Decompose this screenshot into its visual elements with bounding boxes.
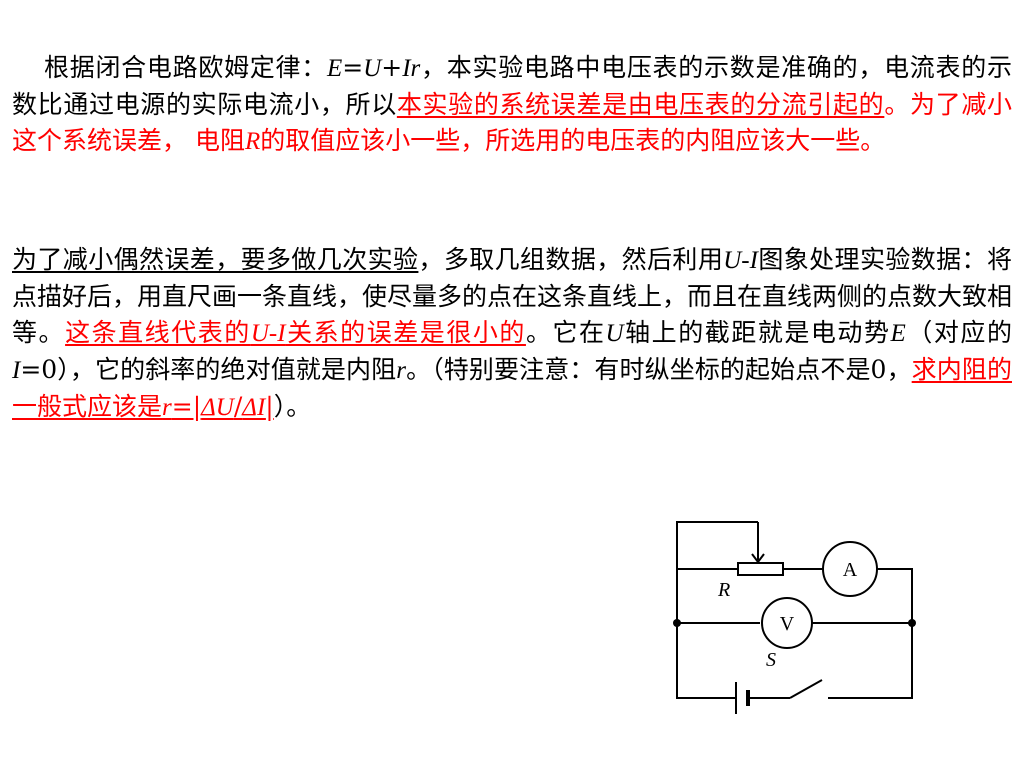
text-span: =0），它的斜率的绝对值就是内阻 [20, 355, 397, 384]
circuit-diagram: A V R S [673, 521, 916, 714]
symbol-ui: U-I [250, 320, 286, 347]
text-span: ）。 [273, 392, 312, 421]
wire-outer-left [676, 521, 758, 699]
symbol-r: r [162, 394, 172, 421]
text-span: 图象处理实验数据：将点描好后，用直尺画一条直线，使尽量多的点在这条直线上，而且在… [12, 245, 1013, 347]
text-span: 根据闭合电路欧姆定律： [44, 53, 327, 82]
symbol-di: ΔI [242, 394, 266, 421]
highlight-systematic-error: 本实验的系统误差是由电压表的分流引起的 [396, 90, 885, 119]
formula-slash: / [233, 392, 243, 421]
switch-blade [789, 679, 823, 699]
formula-u: U [363, 55, 382, 82]
junction-left [673, 619, 681, 627]
symbol-e: E [890, 320, 906, 347]
highlight-formula: 求内阻的一般式应该是r=|ΔU/ΔI| [12, 355, 1012, 421]
underline-random-error: 为了减小偶然误差，要多做几次实验 [12, 245, 419, 274]
symbol-u: U [605, 320, 624, 347]
text-span: 求内阻的一般式应该是 [12, 355, 1012, 421]
wire-right [828, 568, 913, 699]
text-span: 。它在 [525, 318, 606, 347]
formula-plus: + [381, 53, 403, 82]
resistor-label: R [717, 579, 730, 601]
switch-label: S [766, 649, 776, 671]
ammeter-label: A [843, 559, 858, 581]
formula-eq: = [342, 53, 364, 82]
text-span: ，多取几组数据，然后利用 [418, 245, 724, 274]
text-red: 。为了减小这个系统误差， 电阻 [12, 90, 1012, 155]
text-span: （对应的 [905, 318, 1012, 347]
voltmeter-label: V [780, 613, 795, 635]
symbol-r: r [396, 357, 406, 384]
text-span: 。（特别要注意：有时纵坐标的起始点不是0， [405, 355, 912, 384]
symbol-du: ΔU [201, 394, 234, 421]
highlight-line: 关系的误差是很小的 [285, 318, 526, 347]
highlight-line: 这条直线代表的 [65, 318, 251, 347]
symbol-i: I [12, 357, 21, 384]
symbol-r: R [244, 128, 261, 155]
text-span: ，本实验电路中电压表的示数是准确的，电流表的示数比通过电源的实际电流小，所以 [12, 53, 1012, 119]
paragraph-ohms-law: 根据闭合电路欧姆定律：E=U+Ir，本实验电路中电压表的示数是准确的，电流表的示… [12, 50, 1012, 160]
rheostat-box [737, 562, 784, 576]
formula-abs: | [265, 392, 274, 421]
formula-ir: Ir [402, 55, 421, 82]
text-red: 的取值应该小一些，所选用的电压表的内阻应该大一些。 [260, 126, 886, 155]
formula-abs: =| [171, 392, 202, 421]
text-span: 轴上的截距就是电动势 [623, 318, 891, 347]
symbol-ui: U-I [723, 247, 758, 274]
junction-right [908, 619, 916, 627]
paragraph-random-error: 为了减小偶然误差，要多做几次实验，多取几组数据，然后利用U-I图象处理实验数据：… [12, 242, 1012, 426]
formula-e: E [326, 55, 343, 82]
